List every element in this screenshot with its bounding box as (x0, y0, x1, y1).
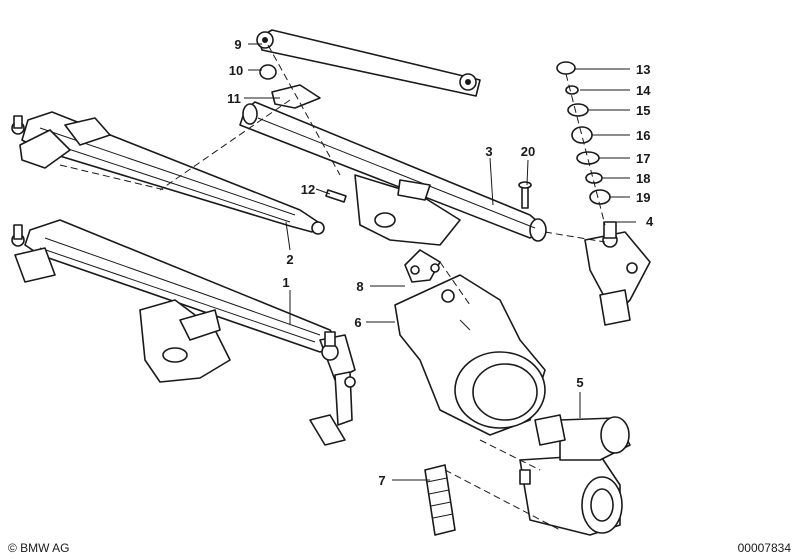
lower-wiper-frame (11, 219, 356, 446)
upper-wiper-frame (11, 111, 325, 235)
copyright-text: © BMW AG (8, 541, 70, 555)
right-pivot-bracket (584, 221, 651, 326)
callout-2: 2 (286, 252, 293, 267)
callout-20: 20 (521, 144, 535, 159)
cap-13 (556, 61, 576, 75)
bracket-8 (404, 249, 441, 283)
nut-16 (571, 126, 593, 144)
leader-lines (244, 43, 636, 481)
washer-17 (576, 151, 600, 165)
callout-19: 19 (636, 190, 650, 205)
assembly-lines (59, 44, 606, 531)
callout-10: 10 (229, 63, 243, 78)
callout-16: 16 (636, 128, 650, 143)
callout-14: 14 (636, 83, 651, 98)
hardware-stack (556, 61, 611, 205)
rubber-boot (424, 464, 456, 536)
bushing-10 (259, 64, 277, 80)
screw-12 (325, 189, 347, 203)
callout-labels: 1 2 3 4 5 6 7 8 9 10 11 12 13 14 15 16 1… (227, 37, 654, 488)
callout-4: 4 (646, 214, 654, 229)
callout-11: 11 (227, 91, 241, 106)
callout-3: 3 (485, 144, 492, 159)
callout-8: 8 (356, 279, 363, 294)
gasket-19 (589, 189, 611, 205)
callout-1: 1 (282, 275, 289, 290)
callout-17: 17 (636, 151, 650, 166)
callout-15: 15 (636, 103, 650, 118)
callout-13: 13 (636, 62, 650, 77)
callout-7: 7 (378, 473, 385, 488)
motor-cover (394, 274, 546, 436)
clip-14 (565, 85, 579, 95)
callout-5: 5 (576, 375, 583, 390)
washer-15 (567, 103, 589, 117)
callout-9: 9 (234, 37, 241, 52)
wiper-motor (519, 414, 631, 536)
callout-12: 12 (301, 182, 315, 197)
drawing-number: 00007834 (737, 541, 791, 555)
callout-6: 6 (354, 315, 361, 330)
tube-frame (239, 101, 547, 246)
callout-18: 18 (636, 171, 650, 186)
